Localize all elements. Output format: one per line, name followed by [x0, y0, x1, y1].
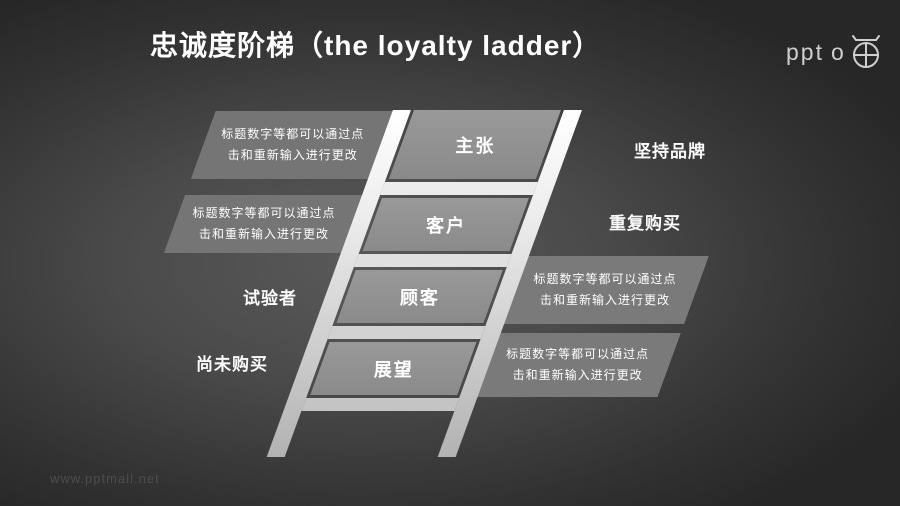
pptmall-logo: ppt o: [786, 34, 883, 70]
right-label-repeat-purchase: 重复购买: [609, 214, 681, 233]
page-title: 忠诚度阶梯（the loyalty ladder）: [150, 30, 602, 61]
cat-head-compass-icon: [851, 35, 880, 68]
right-label-stick-to-brand: 坚持品牌: [634, 142, 706, 161]
left-label-not-yet-purchased: 尚未购买: [196, 355, 268, 374]
logo-o: o: [830, 38, 844, 65]
left-label-triers: 试验者: [243, 289, 297, 308]
watermark-url: www.pptmall.net: [50, 471, 160, 486]
logo-text: ppt: [786, 38, 824, 65]
